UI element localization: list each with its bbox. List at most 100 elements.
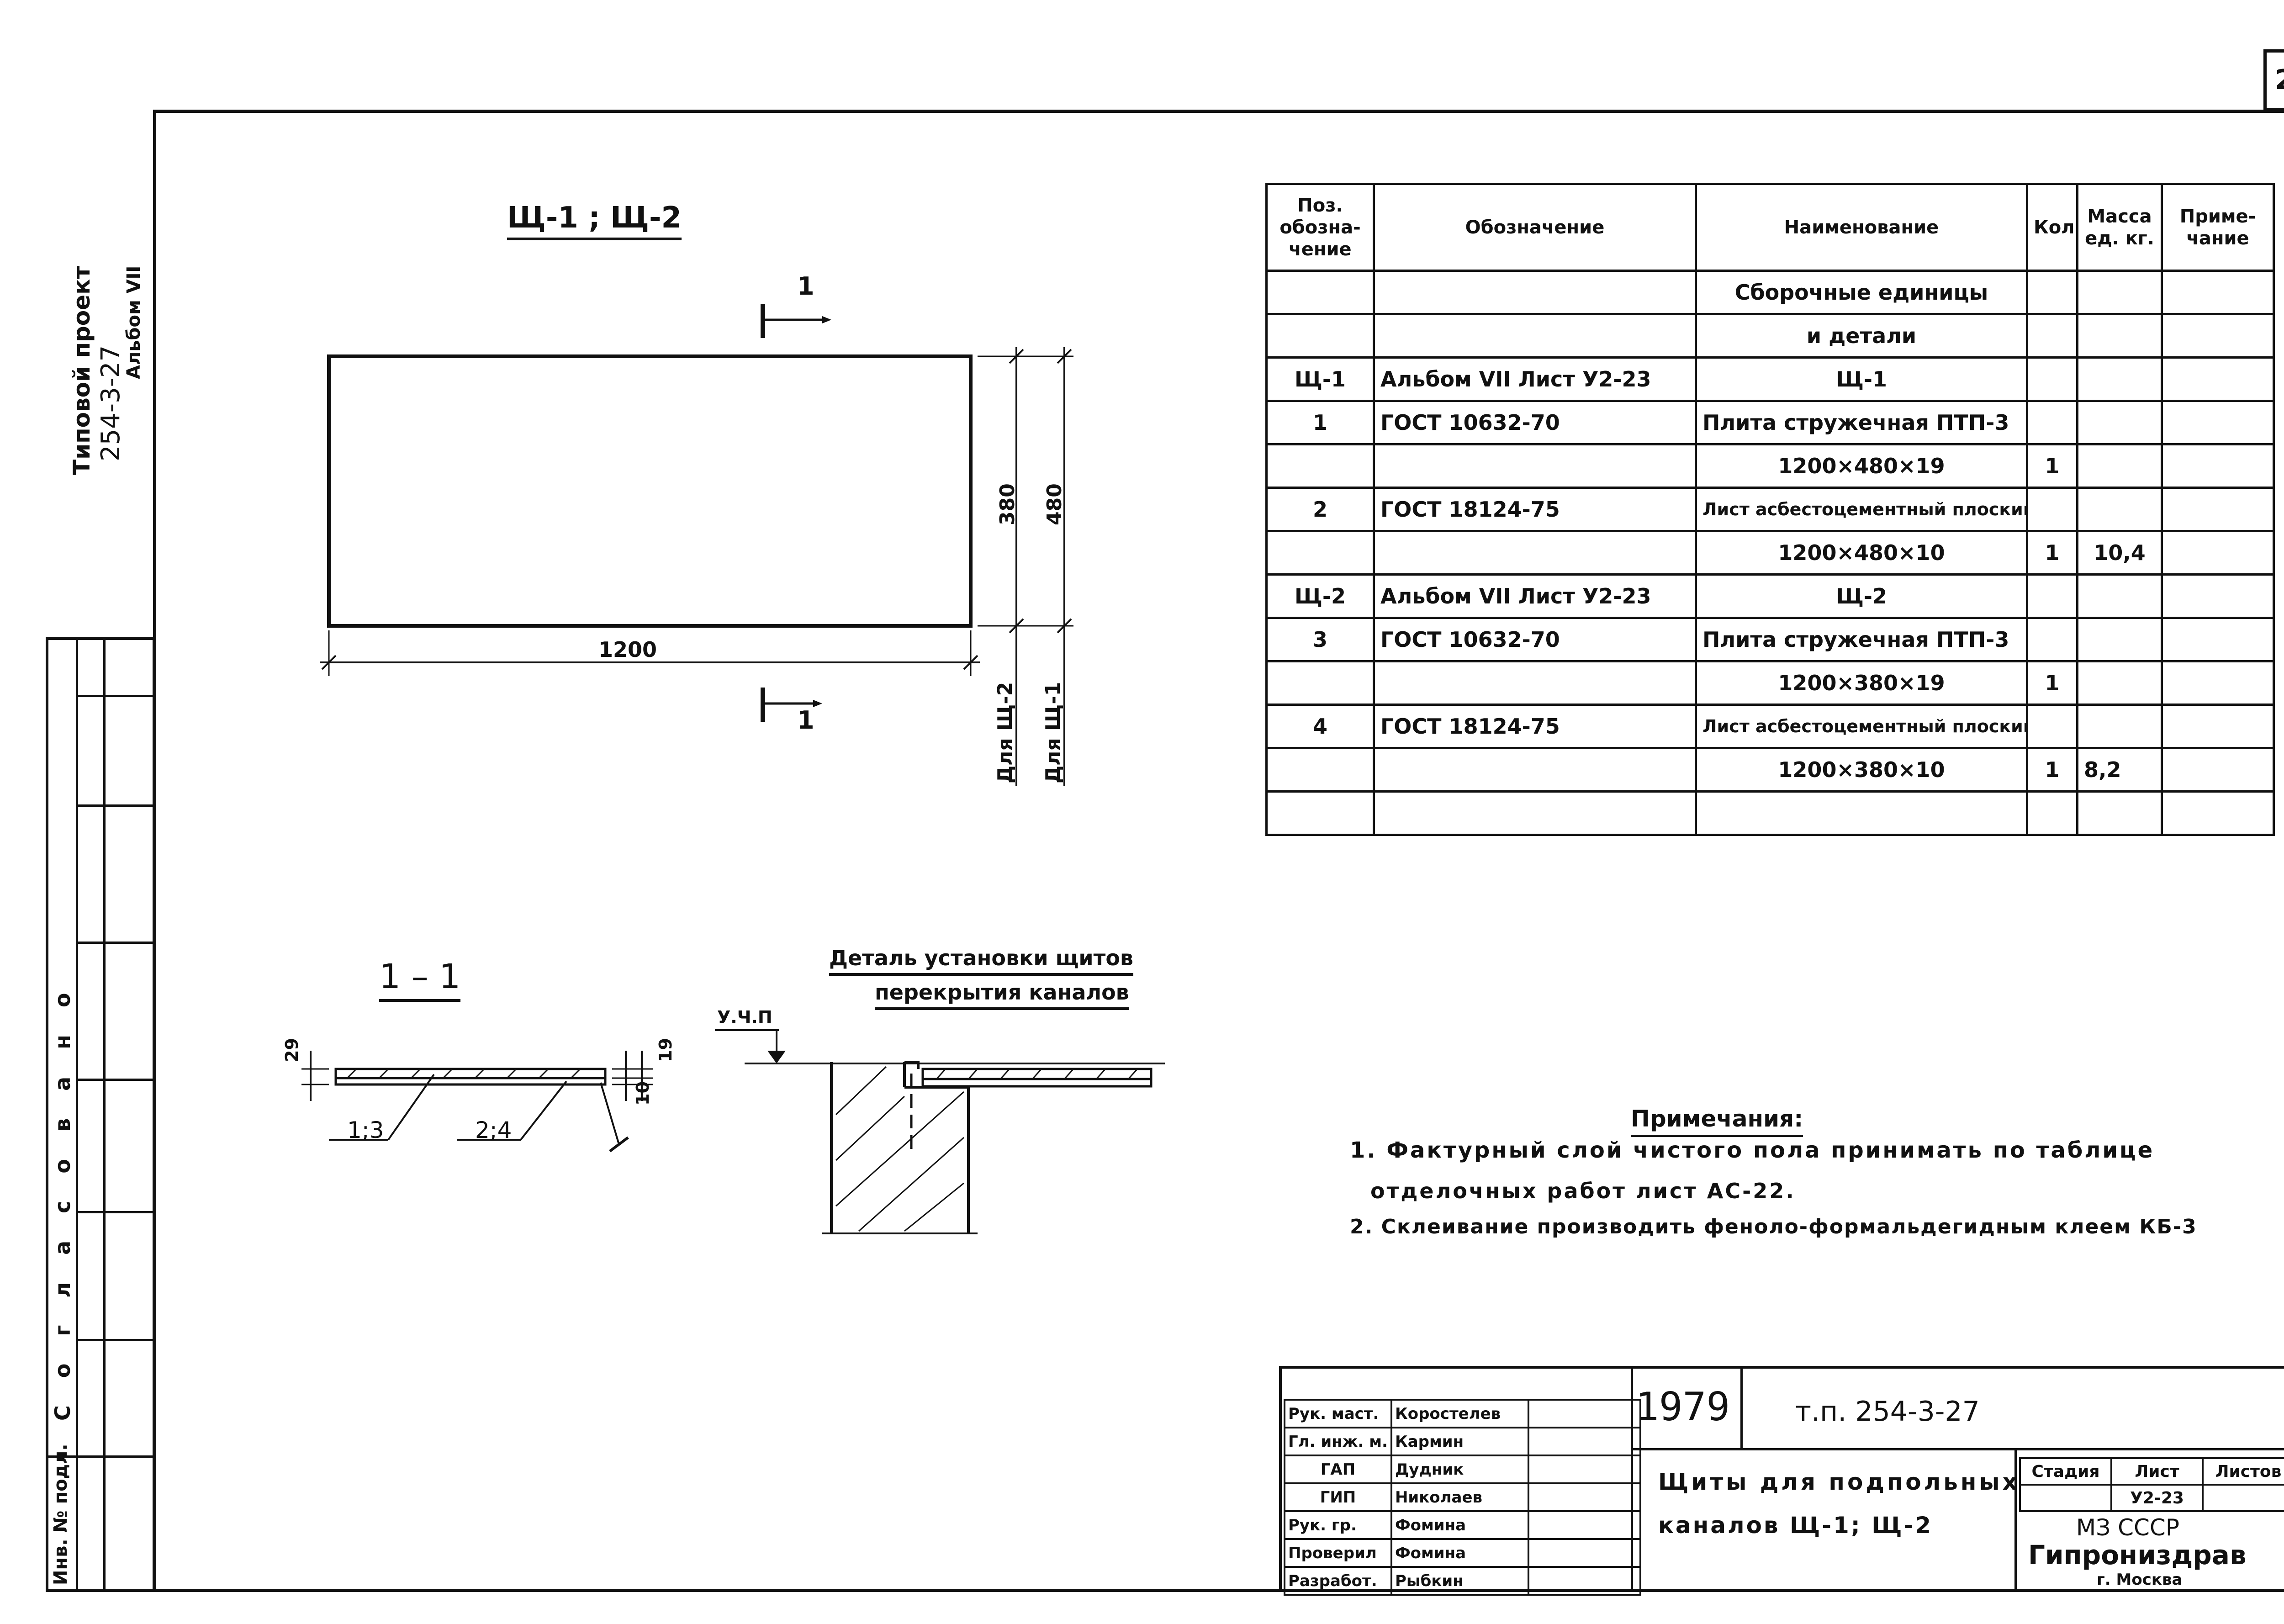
signature-role: ГАП xyxy=(1284,1455,1392,1484)
plan-dim-length: 1200 xyxy=(598,637,657,662)
spec-cell-note xyxy=(2161,660,2275,706)
signature-role: Рук. гр. xyxy=(1284,1510,1392,1540)
spec-cell-pos: Щ-1 xyxy=(1265,356,1375,402)
org-line-2: Гипрониздрав xyxy=(2028,1539,2247,1571)
spec-cell-mass xyxy=(2076,313,2163,359)
title-block-divider-3 xyxy=(1631,1448,2284,1450)
spec-header-name: Наименование xyxy=(1695,183,2028,272)
spec-cell-pos: 4 xyxy=(1265,704,1375,749)
spec-cell-note xyxy=(2161,530,2275,576)
spec-cell-qty xyxy=(2026,704,2078,749)
signature-role: Рук. маст. xyxy=(1284,1399,1392,1428)
spec-cell-mass: 8,2 xyxy=(2076,747,2163,793)
spec-cell-note xyxy=(2161,790,2275,836)
section-view-title: 1 – 1 xyxy=(379,957,461,1002)
spec-cell-pos xyxy=(1265,270,1375,315)
spec-header-mass: Масса ед. кг. xyxy=(2076,183,2163,272)
plan-view-drawing xyxy=(320,304,1073,786)
table-row: 1200×480×10 1 10,4 xyxy=(1265,530,2275,576)
detail-level-mark: У.Ч.П xyxy=(717,1007,772,1027)
signature-name: Фомина xyxy=(1390,1538,1529,1568)
spec-cell-note xyxy=(2161,400,2275,445)
signature-role: Разработ. xyxy=(1284,1566,1392,1596)
spec-header-note: Приме- чание xyxy=(2161,183,2275,272)
spec-cell-qty xyxy=(2026,356,2078,402)
section-leader-label-1: 1;3 xyxy=(347,1117,384,1143)
spec-cell-qty: 1 xyxy=(2026,530,2078,576)
table-row: Гл. инж. м.Кармин xyxy=(1284,1427,1641,1456)
title-block-signatures: Рук. маст.Коростелев Гл. инж. м.Кармин Г… xyxy=(1284,1399,1641,1596)
approval-stub xyxy=(46,637,155,1592)
signature-name: Коростелев xyxy=(1390,1399,1529,1428)
stage-value xyxy=(2019,1484,2112,1512)
notes-title: Примечания: xyxy=(1631,1106,1803,1137)
spec-cell-qty: 1 xyxy=(2026,660,2078,706)
signature-field xyxy=(1527,1510,1641,1540)
table-row: и детали xyxy=(1265,313,2275,359)
spec-cell-pos xyxy=(1265,660,1375,706)
org-line-3: г. Москва xyxy=(2097,1571,2183,1589)
spec-cell-name: Лист асбестоцементный плоский xyxy=(1695,487,2028,532)
spec-cell-mass xyxy=(2076,443,2163,489)
spec-cell-qty xyxy=(2026,270,2078,315)
plan-section-mark-top: 1 xyxy=(797,272,814,301)
title-block-divider-4 xyxy=(2014,1448,2017,1592)
spec-cell-note xyxy=(2161,617,2275,662)
signature-name: Дудник xyxy=(1390,1455,1529,1484)
title-block-sheet-title-line1: Щиты для подпольных xyxy=(1658,1469,2020,1495)
spec-cell-qty xyxy=(2026,487,2078,532)
signature-name: Кармин xyxy=(1390,1427,1529,1456)
spec-cell-pos xyxy=(1265,530,1375,576)
spec-cell-note xyxy=(2161,573,2275,619)
spec-cell-mass xyxy=(2076,356,2163,402)
spec-header-qty: Кол xyxy=(2026,183,2078,272)
spec-cell-note xyxy=(2161,270,2275,315)
spec-cell-pos xyxy=(1265,443,1375,489)
spec-cell-note xyxy=(2161,704,2275,749)
spec-cell-mass xyxy=(2076,270,2163,315)
title-block-frame xyxy=(1279,1366,2284,1592)
signature-role: Гл. инж. м. xyxy=(1284,1427,1392,1456)
signature-field xyxy=(1527,1427,1641,1456)
spec-cell-note xyxy=(2161,747,2275,793)
table-row: 1200×380×10 1 8,2 xyxy=(1265,747,2275,793)
plan-label-sch2: Для Щ-2 xyxy=(994,682,1017,783)
spec-cell-pos: 2 xyxy=(1265,487,1375,532)
sheet-number: 27 xyxy=(2275,64,2284,96)
spec-cell-name: 1200×480×19 xyxy=(1695,443,2028,489)
spec-cell-note xyxy=(2161,356,2275,402)
spec-cell-designation: ГОСТ 18124-75 xyxy=(1373,704,1697,749)
spec-cell-mass xyxy=(2076,617,2163,662)
spec-cell-pos xyxy=(1265,747,1375,793)
section-dim-29: 29 xyxy=(282,1038,302,1062)
notes-line-2: отделочных работ лист АС-22. xyxy=(1370,1179,1796,1203)
spec-cell-mass xyxy=(2076,487,2163,532)
table-row: 1 ГОСТ 10632-70 Плита стружечная ПТП-3 xyxy=(1265,400,2275,445)
project-stamp-line1: Типовой проект xyxy=(69,266,95,475)
spec-cell-qty xyxy=(2026,573,2078,619)
table-row: 3 ГОСТ 10632-70 Плита стружечная ПТП-3 xyxy=(1265,617,2275,662)
stub-inv-label: Инв. № подл. xyxy=(50,1444,71,1585)
spec-cell-qty xyxy=(2026,790,2078,836)
spec-cell-name: Сборочные единицы xyxy=(1695,270,2028,315)
specification-table: Поз. обозна- чение Обозначение Наименова… xyxy=(1265,183,2275,836)
spec-cell-pos: Щ-2 xyxy=(1265,573,1375,619)
spec-cell-designation: ГОСТ 18124-75 xyxy=(1373,487,1697,532)
spec-cell-designation xyxy=(1373,313,1697,359)
signature-name: Фомина xyxy=(1390,1510,1529,1540)
sheets-value xyxy=(2202,1484,2284,1512)
table-row: 1200×380×19 1 xyxy=(1265,660,2275,706)
section-leader-label-2: 2;4 xyxy=(475,1117,512,1143)
spec-cell-designation xyxy=(1373,443,1697,489)
spec-cell-name: Плита стружечная ПТП-3 xyxy=(1695,617,2028,662)
spec-cell-designation xyxy=(1373,747,1697,793)
spec-cell-qty xyxy=(2026,400,2078,445)
sheet-value: У2-23 xyxy=(2110,1484,2204,1512)
signature-role: ГИП xyxy=(1284,1482,1392,1512)
notes-line-1: 1. Фактурный слой чистого пола принимать… xyxy=(1350,1137,2155,1163)
section-dim-19: 19 xyxy=(656,1038,676,1062)
sheets-header: Листов xyxy=(2202,1457,2284,1486)
